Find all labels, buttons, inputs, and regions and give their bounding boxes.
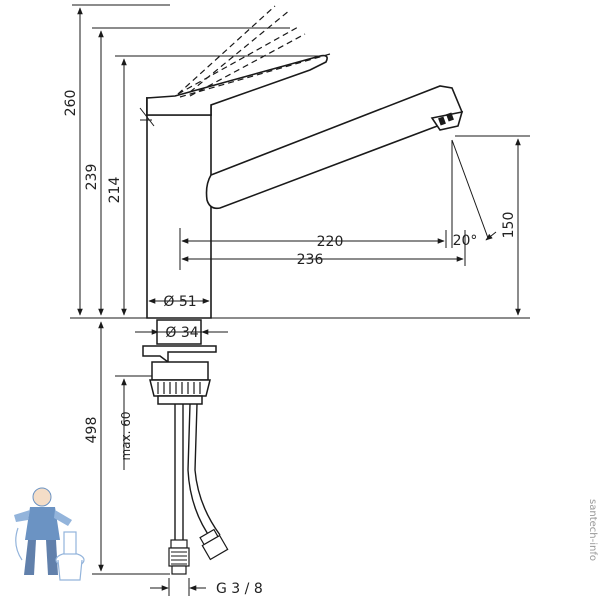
label-150: 150 <box>501 212 517 239</box>
label-max-60: max. 60 <box>119 411 133 460</box>
label-498: 498 <box>84 417 100 444</box>
fitting-hatching <box>171 551 187 565</box>
vertical-dimensions <box>77 7 521 572</box>
label-260: 260 <box>63 90 79 117</box>
label-diameter-51: Ø 51 <box>163 294 196 310</box>
extension-lines <box>70 4 530 575</box>
label-g38: G 3 / 8 <box>216 581 263 597</box>
thread-marks <box>157 382 201 394</box>
faucet-body <box>146 54 464 319</box>
axis-mark <box>139 107 155 127</box>
hose-fittings <box>168 528 229 575</box>
label-220: 220 <box>317 234 344 250</box>
plumber-mascot-icon <box>14 487 85 581</box>
label-diameter-34: Ø 34 <box>165 325 198 341</box>
handle-alt-positions <box>177 5 331 98</box>
label-angle: 20° <box>453 233 478 249</box>
label-214: 214 <box>107 177 123 204</box>
horizontal-dimensions <box>135 228 466 596</box>
hoses <box>174 403 221 541</box>
label-239: 239 <box>84 164 100 191</box>
label-236: 236 <box>297 252 324 268</box>
angle-indicator <box>451 139 497 248</box>
watermark-text: santech-info <box>587 499 598 561</box>
